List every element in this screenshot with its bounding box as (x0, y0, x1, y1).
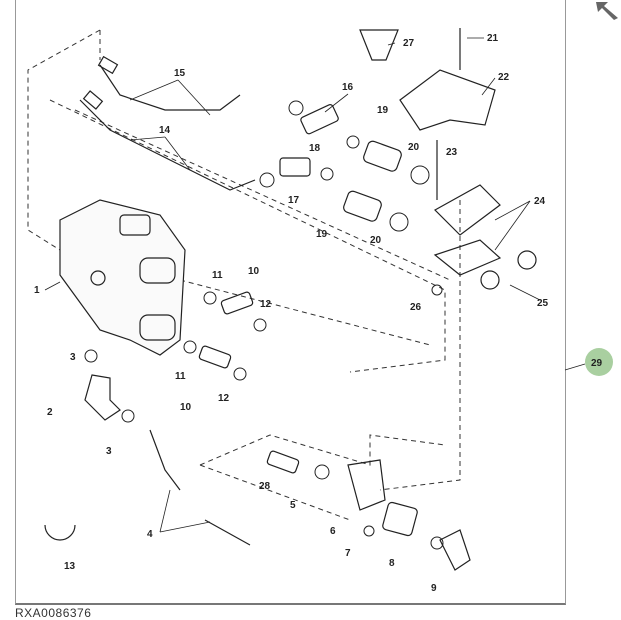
callout-27[interactable]: 27 (403, 38, 415, 49)
callout-badge-29[interactable]: 29 (585, 348, 613, 376)
callout-18[interactable]: 18 (309, 143, 321, 154)
callout-1[interactable]: 1 (34, 285, 40, 296)
callout-2[interactable]: 2 (47, 407, 53, 418)
callout-12b[interactable]: 12 (218, 393, 230, 404)
callout-11[interactable]: 11 (212, 270, 223, 281)
callout-25[interactable]: 25 (537, 298, 549, 309)
callout-21[interactable]: 21 (487, 33, 499, 44)
badge-circle[interactable] (585, 348, 613, 376)
badge-label[interactable]: 29 (591, 358, 603, 369)
parts (44, 28, 537, 571)
callout-3b[interactable]: 3 (106, 446, 112, 457)
callout-7[interactable]: 7 (345, 548, 351, 559)
figure-id: RXA0086376 (15, 606, 92, 620)
callout-9[interactable]: 9 (431, 583, 437, 594)
callout-12[interactable]: 12 (260, 299, 272, 310)
callout-11b[interactable]: 11 (175, 371, 186, 382)
callout-16[interactable]: 16 (342, 82, 354, 93)
collapse-arrow-icon[interactable] (596, 2, 618, 20)
callout-28[interactable]: 28 (259, 481, 271, 492)
callout-5[interactable]: 5 (290, 500, 296, 511)
callout-17[interactable]: 17 (288, 195, 300, 206)
callout-4[interactable]: 4 (147, 529, 153, 540)
callout-24[interactable]: 24 (534, 196, 546, 207)
callout-20[interactable]: 20 (408, 142, 420, 153)
diagram-frame (15, 0, 566, 605)
callout-19b[interactable]: 19 (316, 229, 328, 240)
dashed-group-lines (27, 29, 461, 521)
callout-15[interactable]: 15 (174, 68, 186, 79)
callout-26[interactable]: 26 (410, 302, 422, 313)
callout-8[interactable]: 8 (389, 558, 395, 569)
callout-6[interactable]: 6 (330, 526, 336, 537)
callout-22[interactable]: 22 (498, 72, 510, 83)
callout-10b[interactable]: 10 (180, 402, 192, 413)
callout-20b[interactable]: 20 (370, 235, 382, 246)
leader-lines (44, 37, 586, 533)
callout-10[interactable]: 10 (248, 266, 260, 277)
callout-3[interactable]: 3 (70, 352, 76, 363)
callout-13[interactable]: 13 (64, 561, 76, 572)
orings (84, 100, 444, 550)
callout-23[interactable]: 23 (446, 147, 458, 158)
callout-19[interactable]: 19 (377, 105, 389, 116)
callout-labels: 27 21 22 15 16 14 19 20 18 23 17 24 19 2… (34, 33, 549, 594)
callout-14[interactable]: 14 (159, 125, 171, 136)
